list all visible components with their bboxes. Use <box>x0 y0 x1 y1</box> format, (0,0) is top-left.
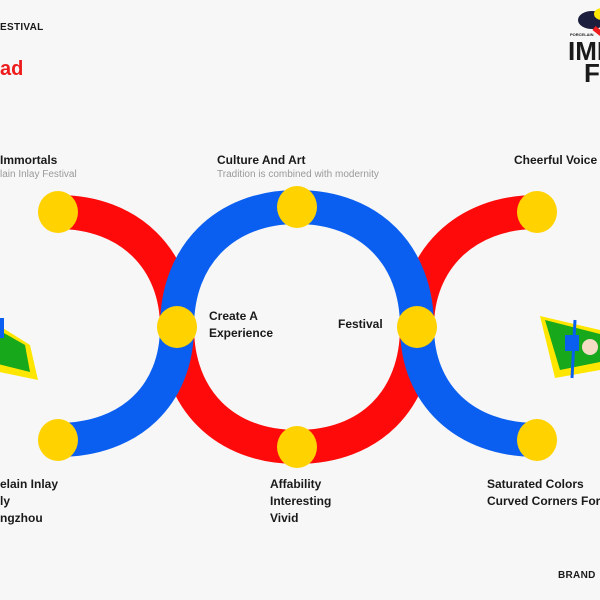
label-line: Experience <box>209 326 274 340</box>
node-bottom-center-label: Affability Interesting Vivid <box>270 476 331 527</box>
festival-header-label: ESTIVAL <box>0 22 44 33</box>
node-top-center-subtitle: Tradition is combined with modernity <box>217 169 379 180</box>
mascot-left-icon <box>0 318 38 380</box>
label-line: elain Inlay <box>0 477 59 491</box>
node-bottom-left-label: elain Inlay ly ngzhou <box>0 476 58 527</box>
node-top-left-subtitle: lain Inlay Festival <box>0 169 77 180</box>
brand-footer-label: BRAND <box>558 570 596 581</box>
node-top-center-title: Culture And Art <box>217 153 306 167</box>
logo-mark-icon <box>578 8 600 36</box>
node-dot-bottom-right <box>517 419 557 461</box>
node-dot-top-left <box>38 191 78 233</box>
node-dot-mid-right <box>397 306 437 348</box>
node-dot-bottom-center <box>277 426 317 468</box>
page-title: ad <box>0 58 24 80</box>
logo-line-1: IMM <box>568 36 600 66</box>
node-top-right-title: Cheerful Voice <box>514 153 598 167</box>
node-dot-top-right <box>517 191 557 233</box>
label-line: Create A <box>209 309 258 323</box>
node-dot-top-center <box>277 186 317 228</box>
node-dot-mid-left <box>157 306 197 348</box>
brand-logo: PORCELAIN IMM F <box>568 6 600 88</box>
label-line: Saturated Colors <box>487 477 584 491</box>
node-mid-right-title: Festival <box>338 317 383 331</box>
node-mid-left-label: Create A Experience <box>209 308 273 342</box>
label-line: Curved Corners For <box>487 494 600 508</box>
node-dot-bottom-left <box>38 419 78 461</box>
mascot-right-icon <box>540 316 600 379</box>
label-line: ly <box>0 494 11 508</box>
logo-line-2: F <box>584 58 600 88</box>
label-line: Affability <box>270 477 322 491</box>
label-line: Vivid <box>270 511 299 525</box>
label-line: ngzhou <box>0 511 43 525</box>
node-top-left-title: Immortals <box>0 153 58 167</box>
node-bottom-right-label: Saturated Colors Curved Corners For <box>487 476 600 510</box>
label-line: Interesting <box>270 494 332 508</box>
logo-small-text: PORCELAIN <box>570 32 594 37</box>
